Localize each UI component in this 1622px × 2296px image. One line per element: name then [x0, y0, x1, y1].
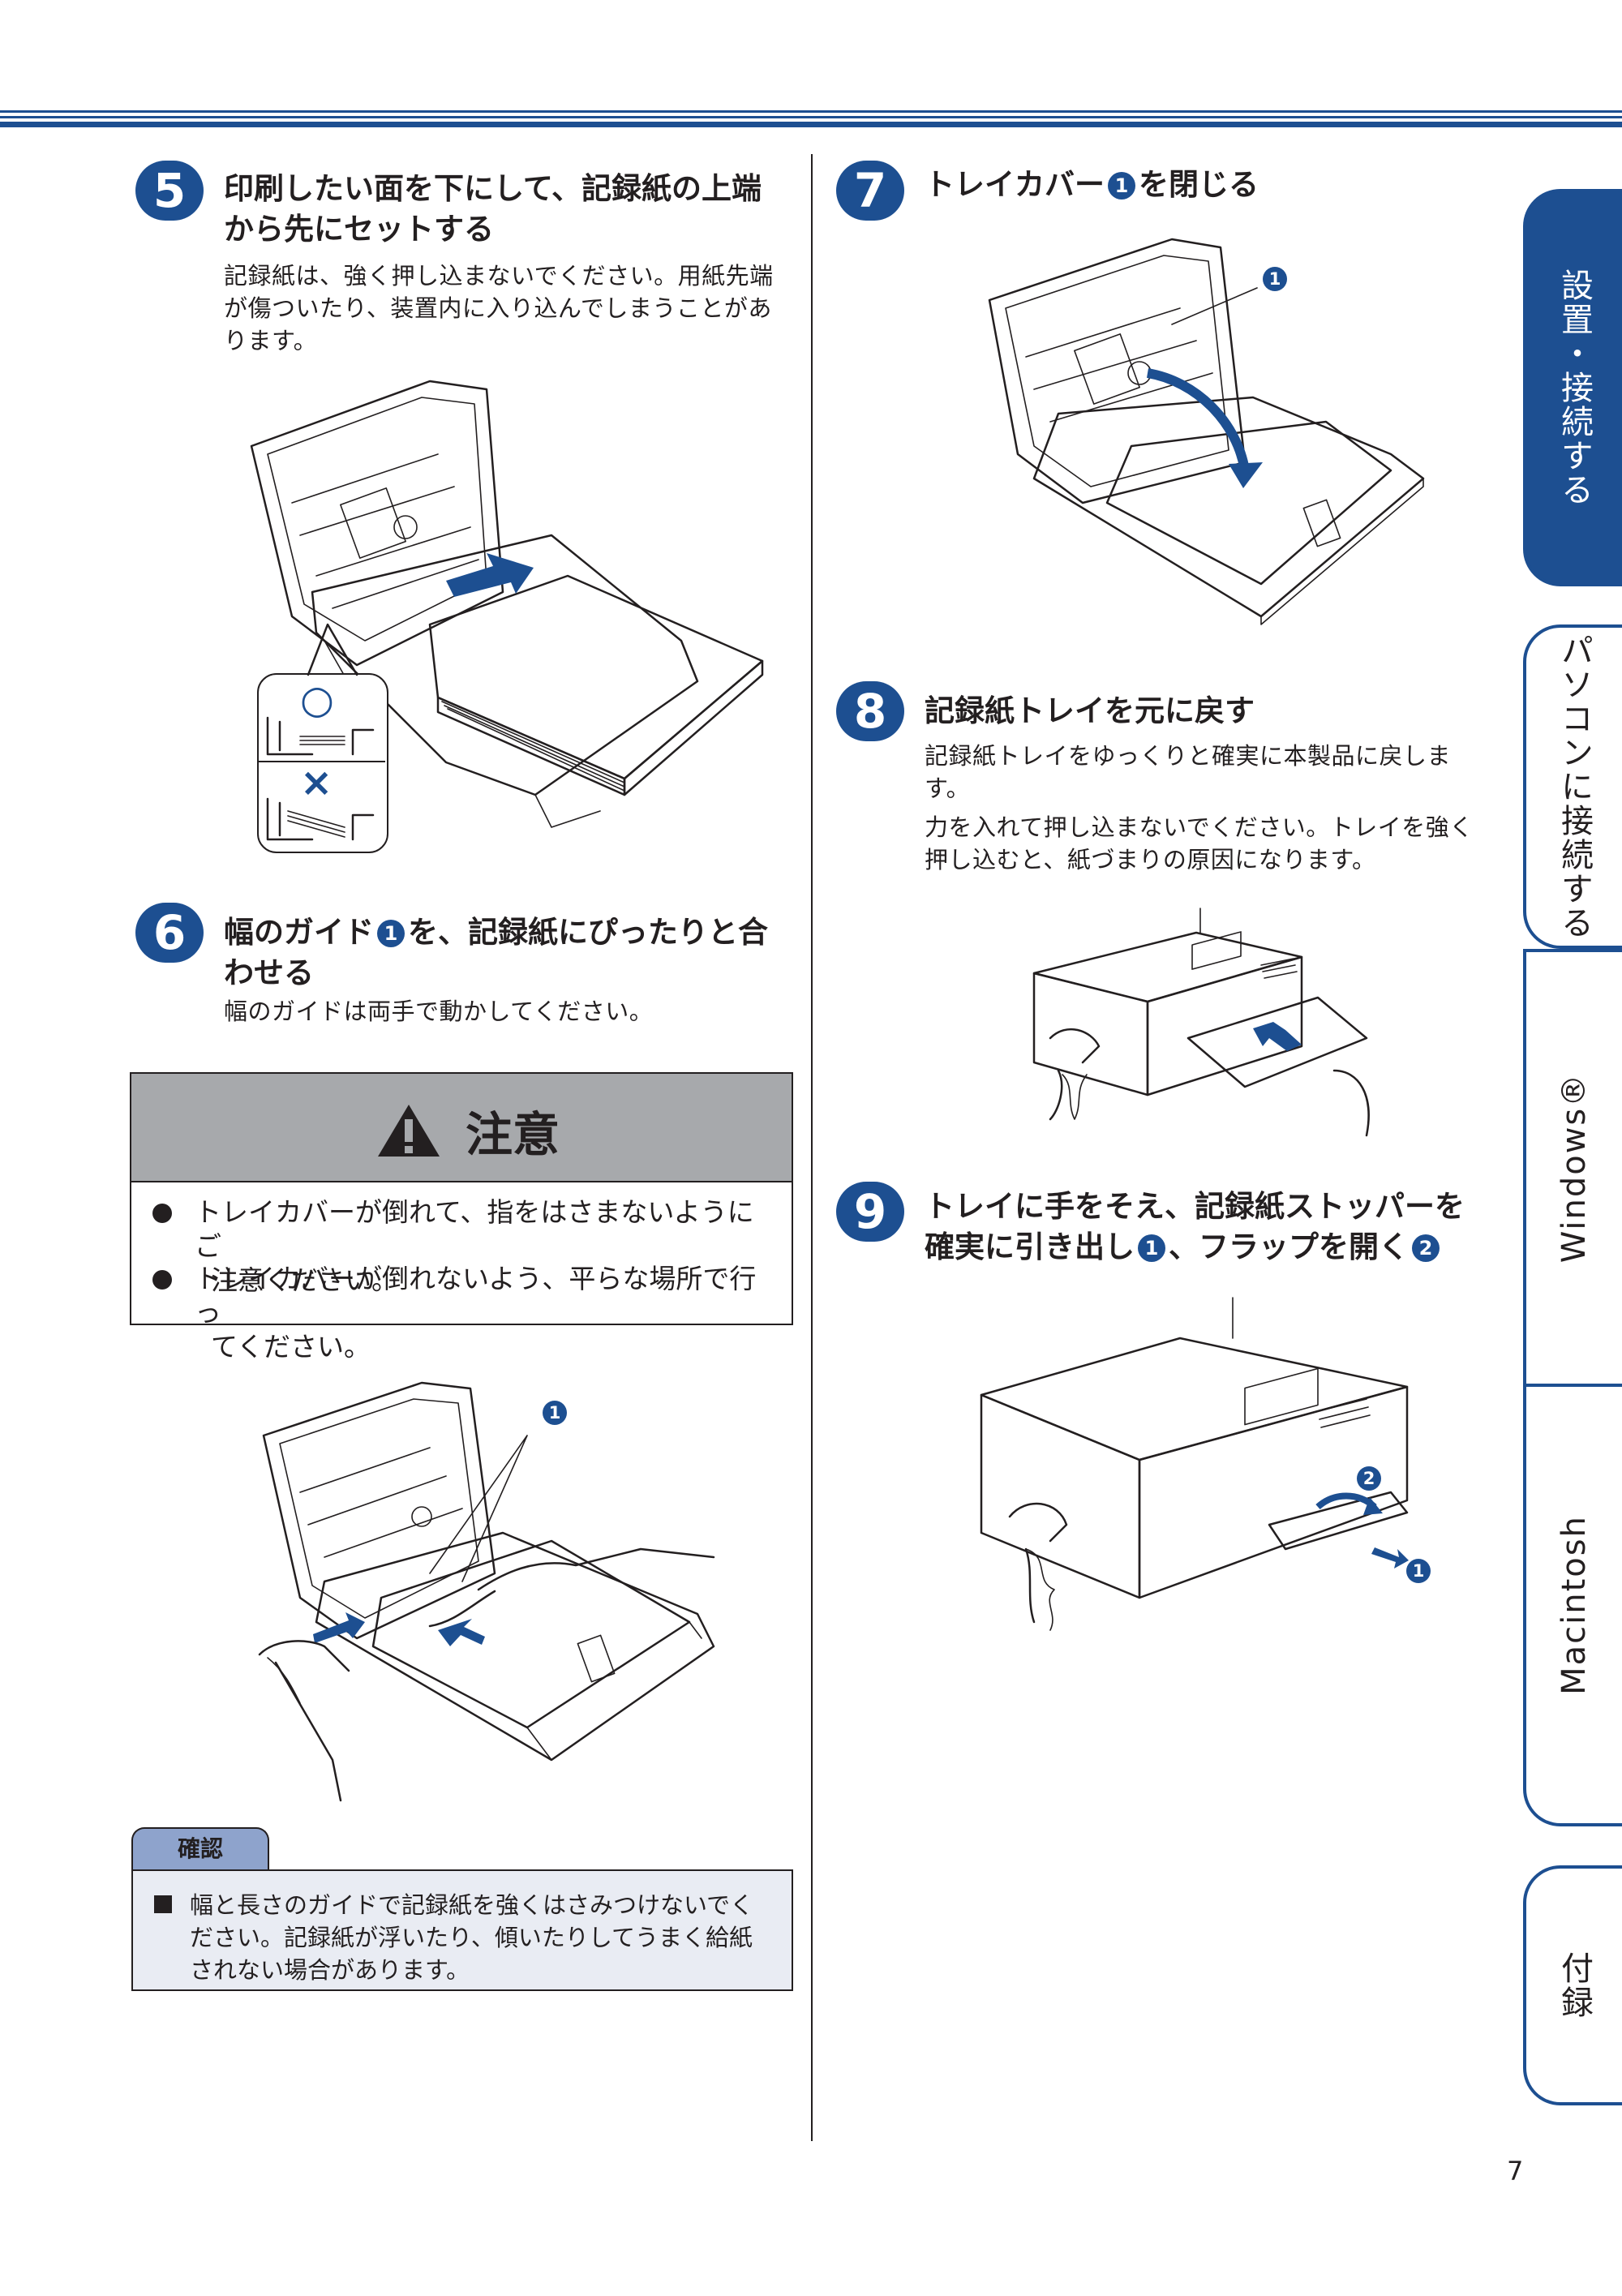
page-number: 7	[1507, 2156, 1524, 2187]
step-8-number: 8	[836, 681, 904, 741]
tab-appendix[interactable]: 付録	[1523, 1865, 1622, 2105]
step-8-title: 記録紙トレイを元に戻す	[925, 693, 1255, 728]
step-5-title: 印刷したい面を下にして、記録紙の上端 から先にセットする	[224, 169, 762, 250]
step-7-number: 7	[836, 161, 904, 221]
close-tray-cover-illustration	[988, 238, 1425, 625]
bullet-icon	[152, 1204, 172, 1223]
ref-1-badge: 1	[377, 920, 405, 947]
ng-mark: ×	[300, 760, 333, 805]
bullet-icon	[152, 1270, 172, 1290]
ref-1-badge: 1	[1138, 1234, 1165, 1262]
tab-setup-connect[interactable]: 設置・接続する	[1523, 189, 1622, 586]
step-5-title-line1: 印刷したい面を下にして、記録紙の上端	[224, 171, 762, 206]
callout-2: 2	[1357, 1466, 1381, 1491]
ref-1-badge: 1	[1108, 172, 1135, 200]
step-8-body: 記録紙トレイをゆっくりと確実に本製品に戻しま す。 力を入れて押し込まないでくだ…	[925, 742, 1474, 873]
ok-mark: ○	[300, 677, 334, 723]
column-divider	[811, 154, 813, 2141]
ref-2-badge: 2	[1412, 1234, 1440, 1262]
return-tray-illustration	[1032, 908, 1370, 1137]
inset-ok-sketch	[266, 716, 375, 756]
warning-icon	[378, 1105, 440, 1157]
caution-item: トレイカバーが倒れないよう、平らな場所で行っ てください。	[152, 1262, 769, 1364]
caution-item: トレイカバーが倒れて、指をはさまないようにご 注意ください。	[152, 1195, 769, 1298]
inset-ng-sketch	[266, 797, 375, 841]
step-6-number: 6	[135, 903, 204, 963]
step-5-title-line2: から先にセットする	[224, 212, 494, 247]
header-rule-1	[0, 110, 1622, 113]
step-9-number: 9	[836, 1182, 904, 1242]
tab-macintosh[interactable]: Macintosh	[1523, 1384, 1622, 1826]
pull-stopper-illustration	[980, 1297, 1409, 1631]
square-bullet-icon	[154, 1895, 172, 1913]
header-rule-3	[0, 122, 1622, 127]
callout-1: 1	[1263, 267, 1287, 291]
inset-pointer	[307, 623, 358, 676]
step-5-number: 5	[135, 161, 204, 221]
callout-1: 1	[543, 1401, 567, 1425]
caution-title: 注意	[466, 1107, 560, 1162]
header-rule-2	[0, 116, 1622, 118]
check-tag: 確認	[131, 1827, 269, 1869]
inset-divider	[259, 761, 385, 762]
caution-box: 注意 トレイカバーが倒れて、指をはさまないようにご 注意ください。 トレイカバー…	[130, 1072, 793, 1363]
tray-paper-loading-illustration	[250, 380, 764, 828]
width-guide-illustration	[258, 1381, 715, 1802]
tab-pc-connect[interactable]: パソコンに接続する	[1523, 624, 1622, 949]
callout-1: 1	[1406, 1559, 1431, 1583]
step-6-body: 幅のガイドは両手で動かしてください。	[224, 998, 654, 1025]
check-text: 幅と長さのガイドで記録紙を強くはさみつけないでく ださい。記録紙が浮いたり、傾い…	[154, 1889, 779, 1986]
step-5-body: 記録紙は、強く押し込まないでください。用紙先端 が傷ついたり、装置内に入り込んで…	[224, 262, 774, 354]
caution-header: 注意	[131, 1074, 792, 1182]
tab-windows[interactable]: Windows®	[1523, 949, 1622, 1387]
check-box: 幅と長さのガイドで記録紙を強くはさみつけないでく ださい。記録紙が浮いたり、傾い…	[131, 1869, 793, 1991]
